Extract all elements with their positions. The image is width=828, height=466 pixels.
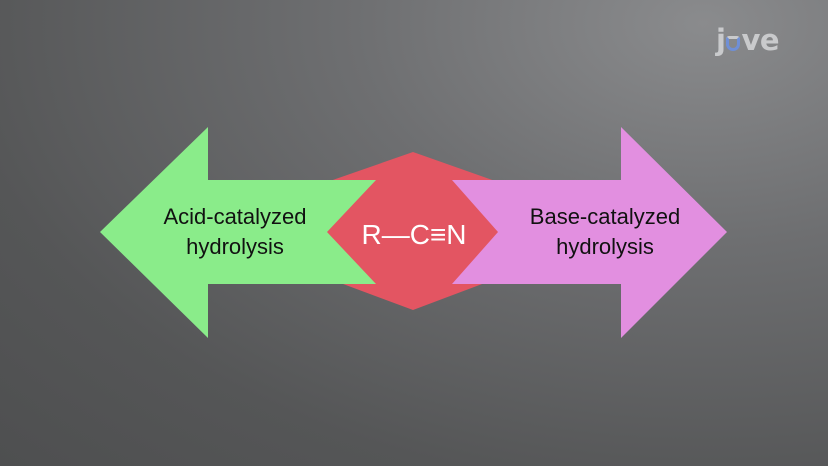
base-hydrolysis-label: Base-catalyzed hydrolysis [505,202,705,262]
acid-label-line1: Acid-catalyzed [163,204,307,229]
acid-hydrolysis-arrow [100,127,376,338]
base-label-line1: Base-catalyzed [529,204,681,229]
base-hydrolysis-arrow [452,127,727,338]
base-label-line2: hydrolysis [556,234,654,259]
nitrile-formula: R—C≡N [361,219,467,250]
nitrile-center-shape [327,152,498,310]
logo-o-mark [726,36,741,51]
acid-label-line2: hydrolysis [186,234,284,259]
acid-hydrolysis-label: Acid-catalyzed hydrolysis [140,202,330,262]
